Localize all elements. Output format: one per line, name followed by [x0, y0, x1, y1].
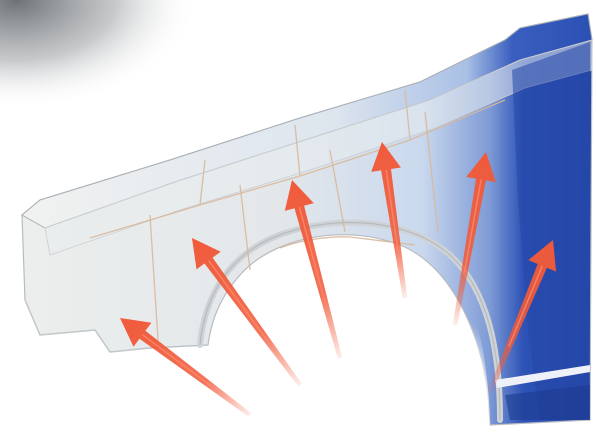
fender-diagram	[0, 0, 596, 437]
fender-illustration	[0, 0, 596, 437]
